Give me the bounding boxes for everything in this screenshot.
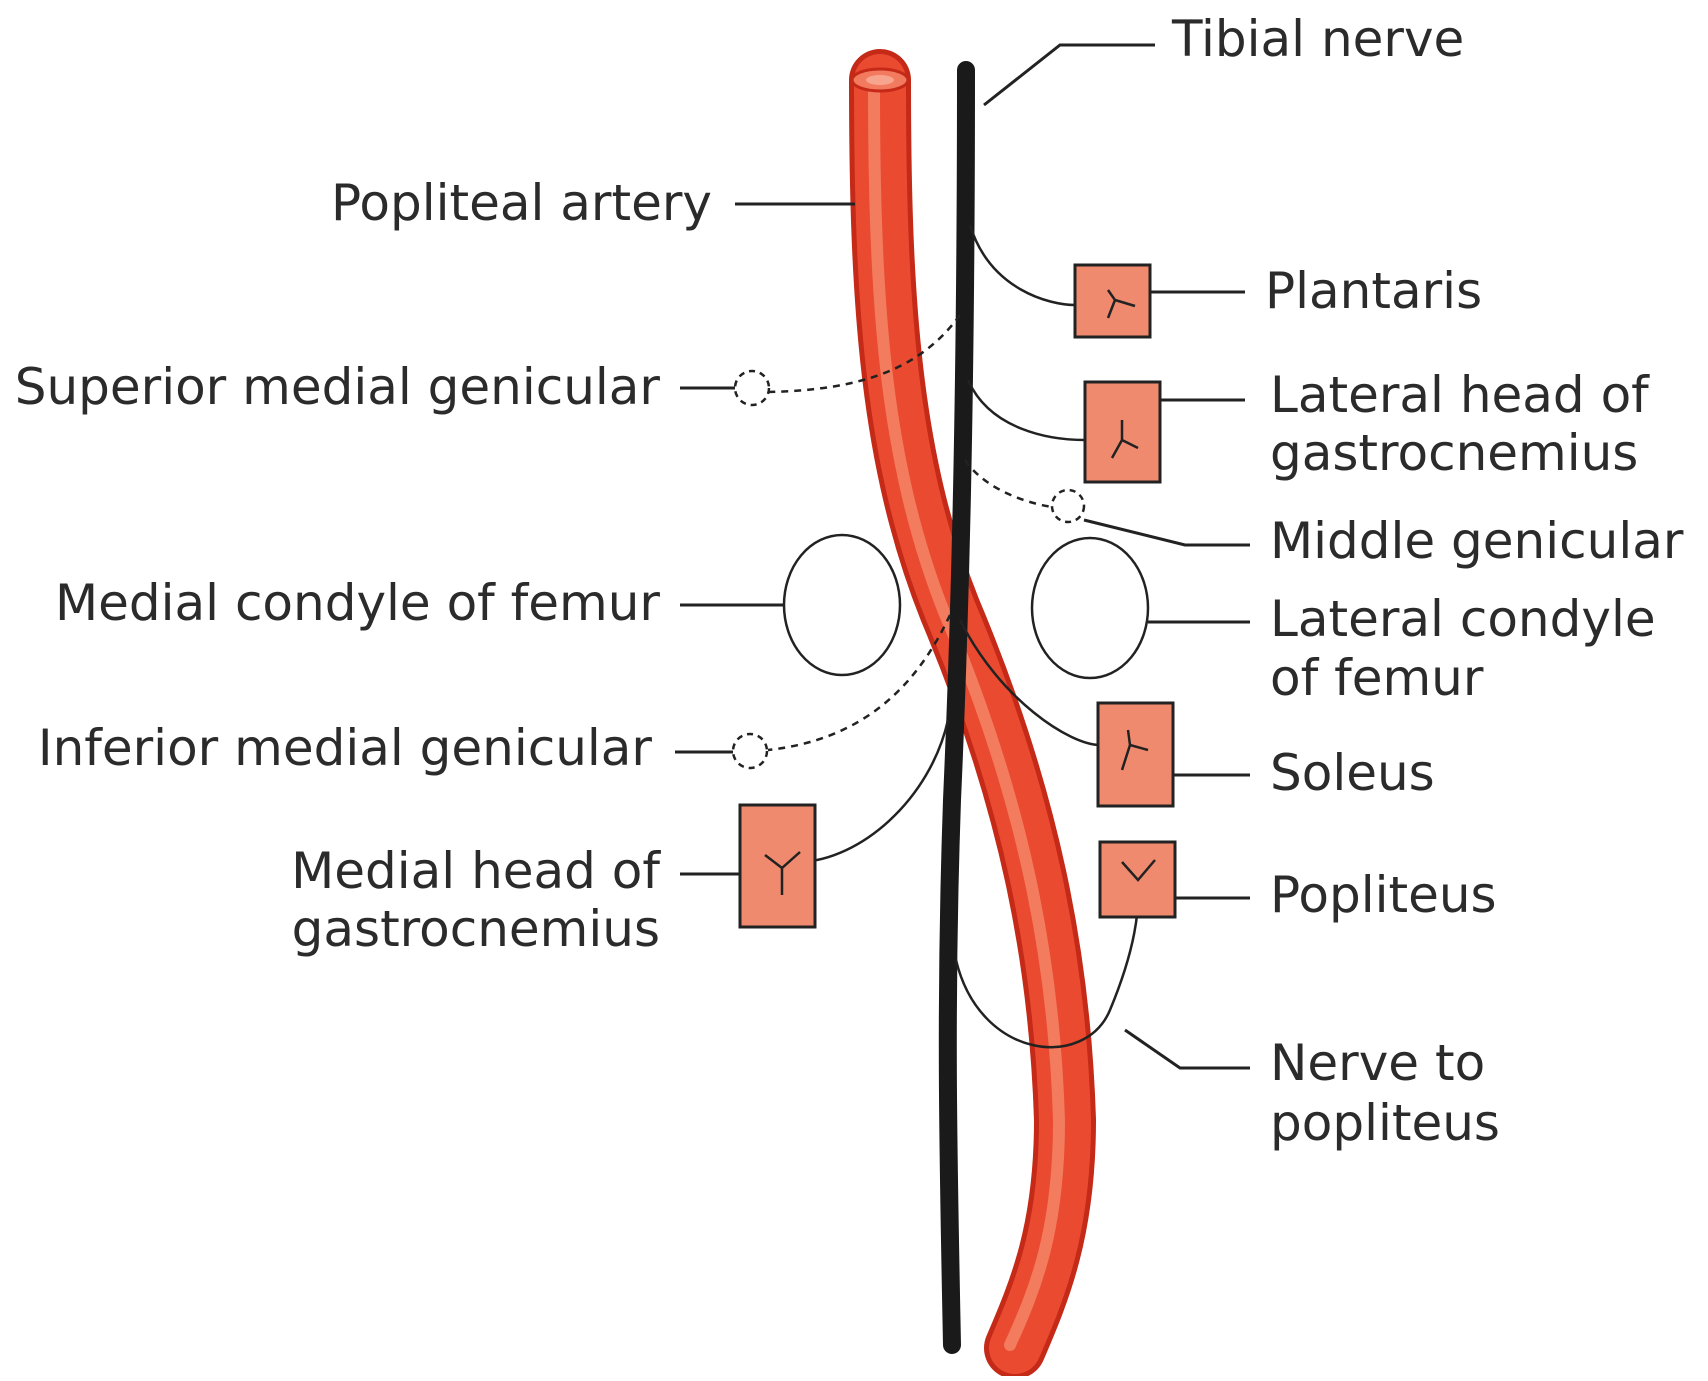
label-inferior-medial-genicular: Inferior medial genicular <box>38 719 653 777</box>
medial-condyle-of-femur <box>784 535 900 675</box>
label-lateral-head-gastrocnemius-line2: gastrocnemius <box>1270 424 1638 482</box>
inferior-medial-genicular-artery <box>768 615 950 750</box>
label-popliteal-artery: Popliteal artery <box>331 174 712 232</box>
label-soleus: Soleus <box>1270 744 1435 802</box>
nerve-branch-medial-gastrocnemius <box>800 720 948 862</box>
inferior-medial-genicular-endpoint <box>733 734 767 768</box>
superior-medial-genicular-endpoint <box>735 371 769 405</box>
label-medial-head-gastrocnemius-line2: gastrocnemius <box>292 900 660 958</box>
label-medial-condyle-of-femur: Medial condyle of femur <box>55 574 660 632</box>
lateral-condyle-of-femur <box>1032 538 1148 678</box>
label-tibial-nerve: Tibial nerve <box>1171 10 1464 68</box>
leader-tibial-nerve <box>984 45 1155 105</box>
label-middle-genicular: Middle genicular <box>1270 512 1684 570</box>
label-popliteus: Popliteus <box>1270 866 1497 924</box>
middle-genicular-endpoint <box>1052 490 1084 522</box>
plantaris-muscle-box <box>1075 265 1150 337</box>
tibial-nerve <box>948 70 966 1345</box>
label-nerve-to-popliteus-line1: Nerve to <box>1270 1034 1485 1092</box>
label-lateral-condyle-line1: Lateral condyle <box>1270 590 1656 648</box>
label-nerve-to-popliteus-line2: popliteus <box>1270 1094 1500 1152</box>
label-superior-medial-genicular: Superior medial genicular <box>15 358 661 416</box>
label-lateral-head-gastrocnemius-line1: Lateral head of <box>1270 366 1650 424</box>
leader-nerve-to-popliteus <box>1125 1030 1250 1068</box>
middle-genicular-artery <box>965 460 1060 508</box>
nerve-branch-plantaris <box>970 225 1075 305</box>
popliteus-muscle-box <box>1100 842 1175 917</box>
label-medial-head-gastrocnemius-line1: Medial head of <box>291 842 661 900</box>
nerve-branch-lateral-gastrocnemius <box>968 380 1085 440</box>
lateral-head-gastrocnemius-muscle-box <box>1085 382 1160 482</box>
medial-head-gastrocnemius-muscle-box <box>740 805 815 927</box>
label-lateral-condyle-line2: of femur <box>1270 649 1484 707</box>
label-plantaris: Plantaris <box>1265 262 1482 320</box>
soleus-muscle-box <box>1098 703 1173 806</box>
